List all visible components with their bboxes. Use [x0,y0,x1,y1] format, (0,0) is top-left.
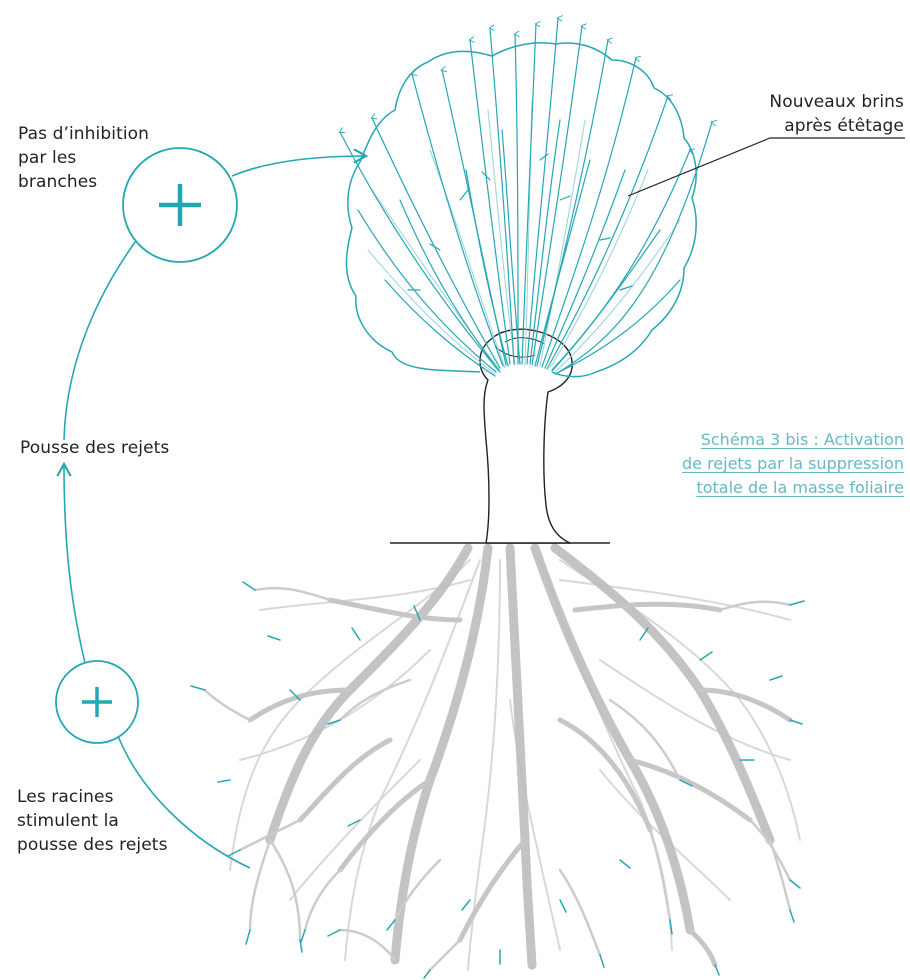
arrow-to-crown [232,156,366,176]
crown-outline [347,43,697,377]
root-system [191,548,804,978]
roots-stimulate-line-3: pousse des rejets [17,833,168,857]
caption-line-1[interactable]: Schéma 3 bis : Activation [682,428,904,452]
roots-stimulate-line-1: Les racines [17,785,168,809]
no-inhibition-line-1: Pas d’inhibition [18,122,149,146]
caption-line-2[interactable]: de rejets par la suppression [682,452,904,476]
new-shoots [340,18,712,376]
no-inhibition-line-3: branches [18,170,149,194]
new-shoots-line-1: Nouveaux brins [769,90,904,114]
new-shoots-leader-line [628,138,905,196]
shoot-growth-label: Pousse des rejets [20,436,169,460]
arc-upper-loop [64,238,138,440]
no-inhibition-label: Pas d’inhibition par les branches [18,122,149,194]
roots-stimulate-line-2: stimulent la [17,809,168,833]
no-inhibition-line-2: par les [18,146,149,170]
new-shoots-line-2: après étêtage [769,114,904,138]
arrow-to-shoot-growth [64,464,85,663]
caption-line-3[interactable]: totale de la masse foliaire [682,476,904,500]
tree-trunk [480,329,572,543]
new-shoots-label: Nouveaux brins après étêtage [769,90,904,138]
plus-circle-bottom [56,661,138,743]
roots-stimulate-label: Les racines stimulent la pousse des reje… [17,785,168,857]
diagram-caption-link[interactable]: Schéma 3 bis : Activation de rejets par … [682,428,904,500]
